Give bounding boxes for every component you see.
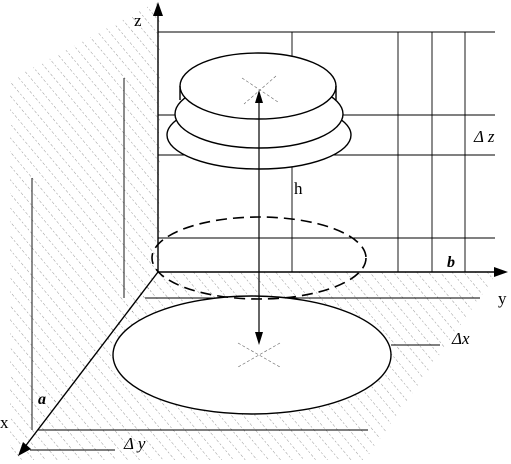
floor-projection-ellipse — [112, 295, 392, 415]
height-arrow — [255, 90, 263, 345]
floor-ellipse-center-mark — [237, 342, 281, 368]
floor-grid — [30, 297, 480, 451]
y-axis-label: y — [498, 289, 507, 308]
top-disc-center-mark — [241, 75, 279, 105]
coordinate-axes — [23, 12, 502, 449]
b-label: b — [447, 254, 455, 271]
delta-y-label: Δ y — [123, 434, 146, 453]
x-axis-label: x — [0, 413, 9, 432]
delta-z-label: Δ z — [473, 127, 495, 146]
z-axis-label: z — [134, 11, 142, 30]
y-axis-arrowhead — [494, 267, 508, 277]
a-label: a — [38, 391, 46, 408]
x-axis-arrowhead — [18, 442, 31, 456]
z-axis-arrowhead — [153, 2, 163, 16]
x-axis — [23, 271, 159, 449]
left-wall-guides — [31, 78, 125, 430]
top-disc — [179, 52, 337, 120]
height-label: h — [294, 179, 303, 198]
delta-x-label: Δx — [451, 329, 470, 348]
